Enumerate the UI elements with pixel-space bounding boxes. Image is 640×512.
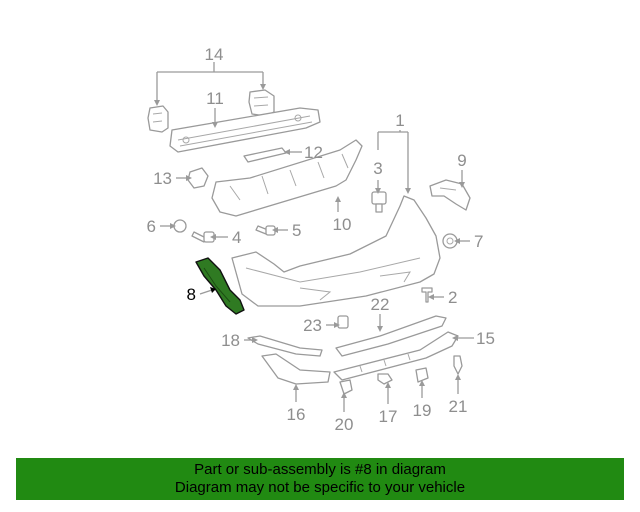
part-14-brackets [147, 89, 275, 133]
callout-2: 2 [448, 288, 457, 307]
part-11-reinforcement [169, 107, 321, 153]
part-19-clip [415, 367, 429, 383]
part-9-bracket [429, 179, 471, 211]
callout-23: 23 [303, 316, 322, 335]
callout-9: 9 [457, 151, 466, 170]
callout-16: 16 [287, 405, 306, 424]
part-21-rivet [453, 355, 463, 375]
callout-3: 3 [373, 159, 382, 178]
callout-13: 13 [153, 169, 172, 188]
callout-7: 7 [474, 232, 483, 251]
part-22-support [335, 315, 447, 357]
part-23-screw [337, 315, 349, 329]
part-7-grommet [442, 233, 458, 249]
part-18-molding [247, 335, 323, 357]
callout-18: 18 [221, 331, 240, 350]
callout-11: 11 [206, 89, 224, 108]
callout-8-highlighted[interactable]: 8 [187, 285, 196, 304]
callout-19: 19 [413, 401, 432, 420]
part-16-lower-cover [261, 353, 331, 385]
callout-15: 15 [476, 329, 495, 348]
part-20-clip [339, 379, 353, 395]
callout-20: 20 [335, 415, 354, 434]
banner-line-disclaimer: Diagram may not be specific to your vehi… [174, 479, 466, 496]
part-12-pipe [243, 147, 287, 163]
callout-21: 21 [449, 397, 468, 416]
part-5-bolt [255, 225, 276, 236]
callout-14: 14 [205, 45, 224, 64]
callout-12: 12 [304, 143, 323, 162]
callout-17: 17 [379, 407, 398, 426]
part-1-bumper-cover [231, 195, 441, 307]
callout-22: 22 [371, 295, 390, 314]
parts-diagram: 14 11 12 13 1 3 9 10 6 4 5 7 8 2 23 22 1… [147, 45, 495, 434]
part-4-bolt [191, 231, 215, 243]
part-3-bolt [371, 191, 387, 213]
part-2-clip [421, 287, 433, 303]
part-17-clip [377, 373, 393, 385]
diagram-notice-banner: Part or sub-assembly is #8 in diagram Di… [16, 458, 624, 500]
part-15-support [333, 331, 459, 381]
callout-1: 1 [395, 111, 404, 130]
callout-4: 4 [232, 228, 241, 247]
callout-10: 10 [333, 215, 352, 234]
callout-5: 5 [292, 221, 301, 240]
banner-line-part-number: Part or sub-assembly is #8 in diagram [194, 461, 446, 478]
part-10-absorber [211, 139, 363, 217]
part-8-highlighted [195, 257, 245, 315]
callout-6: 6 [147, 217, 156, 236]
leader-lines [154, 62, 474, 412]
